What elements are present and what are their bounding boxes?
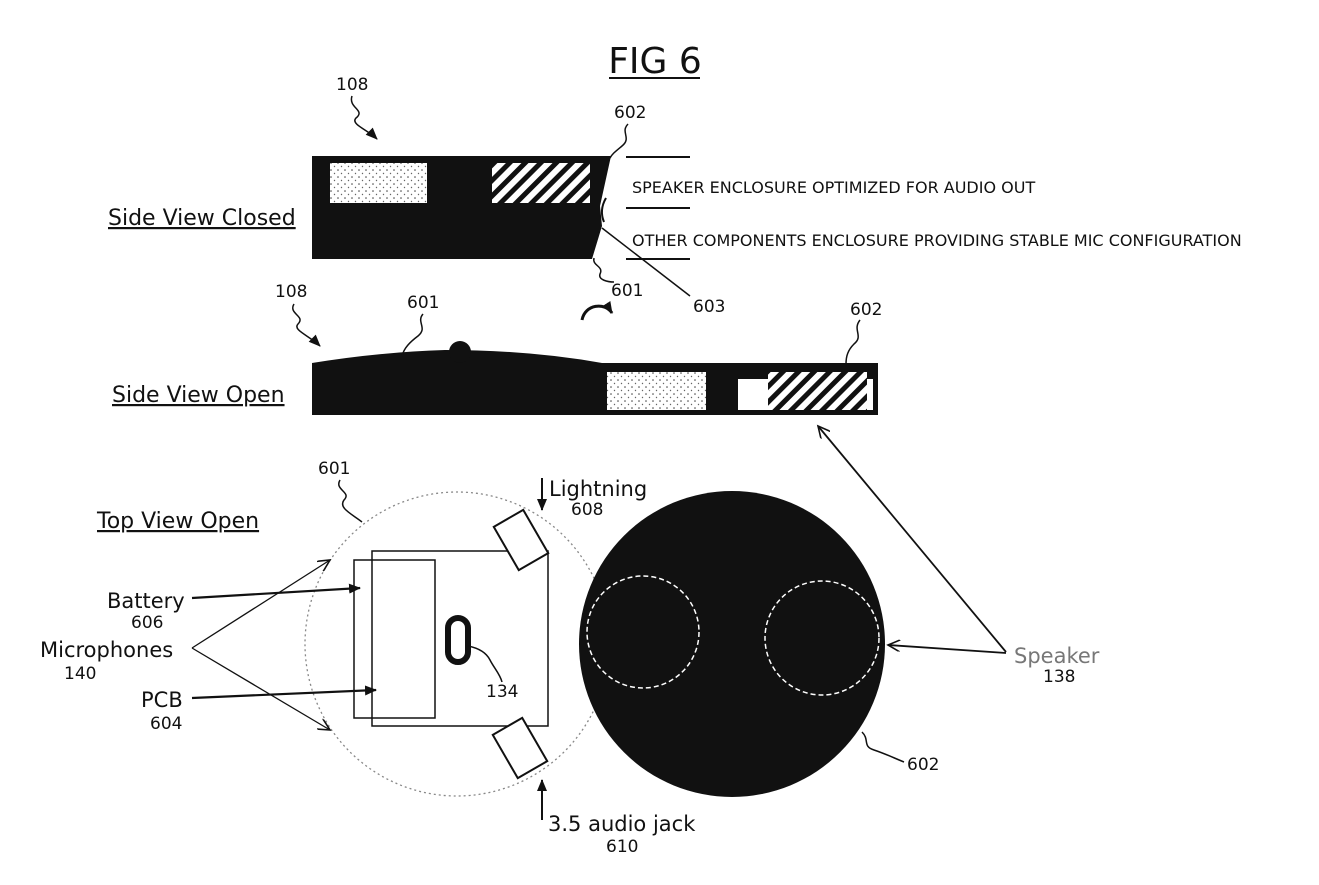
ref-601-closed: 601: [611, 281, 643, 301]
microphones-ref: 140: [64, 664, 96, 684]
lightning-label: Lightning: [549, 477, 647, 501]
lightning-ref: 608: [571, 500, 603, 520]
ref-603-closed-leader: [601, 227, 691, 297]
audio-jack-label: 3.5 audio jack: [548, 812, 696, 836]
open-bump: [449, 341, 471, 363]
audio-jack-connector: [491, 716, 549, 780]
other-enclosure-note: OTHER COMPONENTS ENCLOSURE PROVIDING STA…: [632, 231, 1242, 250]
side-view-closed-label: Side View Closed: [108, 206, 296, 231]
pcb-board: [371, 550, 549, 727]
microphones-label: Microphones: [40, 638, 173, 662]
microphones-arrow-upper: [191, 560, 330, 649]
ref-603-closed: 603: [693, 297, 725, 317]
side-view-open-device: [312, 341, 878, 415]
rotation-arrow-icon: [580, 301, 614, 321]
figure-title: FIG 6: [608, 41, 702, 82]
microphones-arrow-lower: [191, 647, 330, 730]
battery-arrow: [191, 583, 361, 600]
pcb-label: PCB: [141, 688, 183, 712]
audio-jack-ref: 610: [606, 837, 638, 857]
open-hatched-speaker: [768, 372, 867, 410]
ref-602-closed-leader: [609, 123, 629, 159]
ref-602-closed: 602: [614, 103, 646, 123]
ref-134: 134: [486, 682, 518, 702]
speaker-arrow-to-top: [888, 645, 1007, 654]
closed-dotted-component: [330, 163, 427, 203]
ref-108-open: 108: [275, 282, 307, 302]
ref-602-top-leader: [861, 731, 905, 763]
battery-label: Battery: [107, 589, 185, 613]
open-dotted-component: [607, 372, 706, 410]
speaker-ref: 138: [1043, 667, 1075, 687]
side-view-closed-device: [312, 156, 611, 259]
speaker-driver-right: [764, 580, 880, 696]
speaker-disc: [579, 491, 885, 797]
pcb-ref: 604: [150, 714, 182, 734]
ref-134-leader: [467, 645, 503, 683]
speaker-arrow-to-side: [818, 426, 1007, 653]
battery-block: [353, 559, 436, 719]
ref-108-closed: 108: [336, 75, 368, 95]
speaker-enclosure-note: SPEAKER ENCLOSURE OPTIMIZED FOR AUDIO OU…: [632, 178, 1035, 197]
ref-108-open-leader: [292, 303, 321, 347]
ref-602-open: 602: [850, 300, 882, 320]
speaker-driver-left: [586, 575, 700, 689]
ref-601-top: 601: [318, 459, 350, 479]
ref-602-open-leader: [845, 319, 861, 365]
ref-108-closed-leader: [350, 95, 378, 140]
component-housing-circle: [304, 491, 610, 797]
ref-602-top: 602: [907, 755, 939, 775]
closed-hatched-speaker: [492, 163, 590, 203]
microphone-134-icon: [445, 615, 471, 665]
speaker-label: Speaker: [1014, 644, 1100, 668]
ref-601-open-leader: [401, 313, 424, 357]
ref-601-top-leader: [338, 479, 363, 523]
top-view-open-label: Top View Open: [96, 509, 259, 534]
ref-601-closed-leader: [593, 257, 615, 283]
ref-601-open: 601: [407, 293, 439, 313]
side-view-open-label: Side View Open: [112, 383, 285, 408]
lightning-connector: [492, 508, 550, 572]
pcb-arrow: [191, 685, 377, 700]
battery-ref: 606: [131, 613, 163, 633]
